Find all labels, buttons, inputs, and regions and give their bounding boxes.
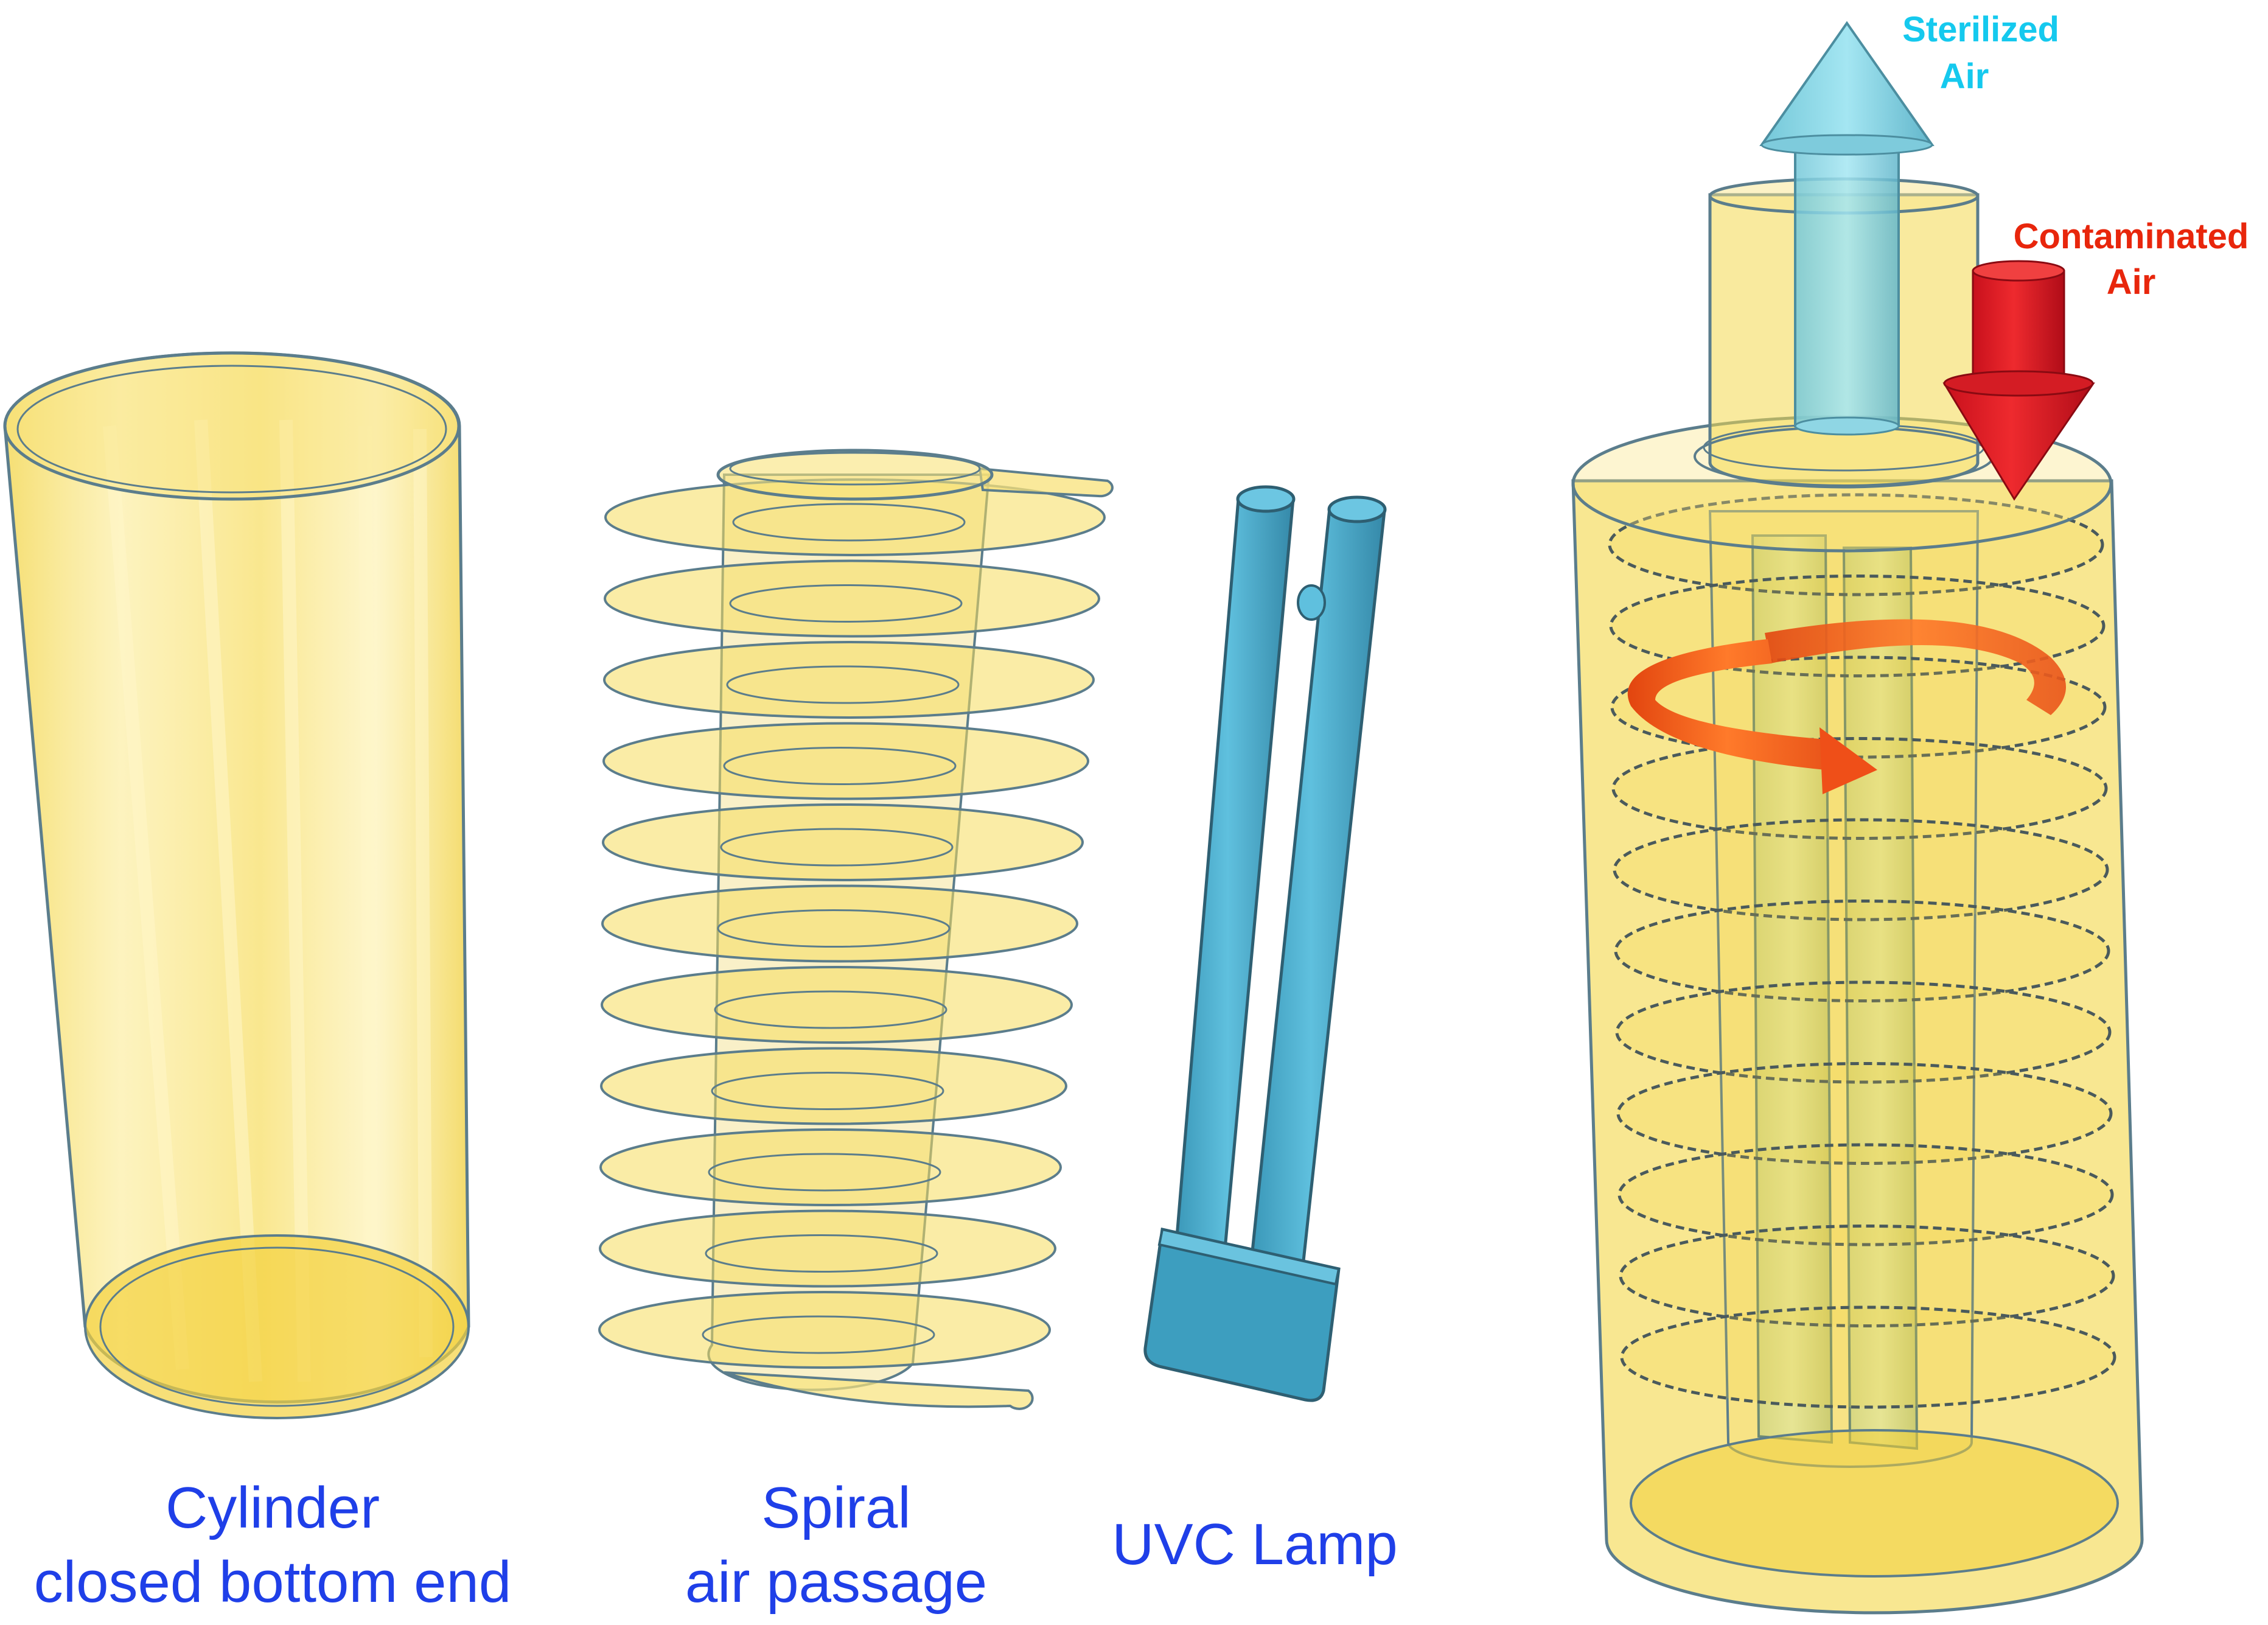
spiral-disc [600, 1047, 1067, 1125]
air-flow-swirl-arrow [1627, 619, 2066, 794]
sterilized-label-line1: Sterilized [1902, 10, 2059, 49]
labels: Cylinder closed bottom end Spiral air pa… [34, 1475, 1398, 1615]
spiral-disc-hole [717, 909, 951, 948]
spiral-disc [603, 641, 1095, 719]
spiral-disc [602, 722, 1089, 800]
spiral-component [598, 449, 1114, 1410]
cylinder-bottom [84, 1234, 470, 1419]
flow-labels: Sterilized Air Contaminated Air [1902, 10, 2249, 302]
assembly-spiral-ring [1617, 1143, 2114, 1246]
spiral-top-ring [716, 449, 994, 501]
contaminated-air-arrow [1942, 260, 2095, 501]
sterilized-air-arrow [1759, 21, 1935, 436]
spiral-top-ring-inner [729, 452, 981, 486]
cylinder-streaks [103, 419, 433, 1382]
sterilized-label-line2: Air [1940, 57, 1989, 96]
spiral-disc [601, 966, 1073, 1044]
spiral-disc-hole [708, 1153, 941, 1192]
spiral-top-tab [978, 467, 1114, 498]
spiral-disc-hole [723, 747, 957, 785]
spiral-bottom-tail [724, 1371, 1034, 1410]
spiral-discs [598, 478, 1106, 1369]
spiral-disc [599, 1128, 1062, 1206]
spiral-disc [602, 803, 1084, 881]
cylinder-top-rim [3, 351, 461, 501]
contaminated-label-line2: Air [2107, 262, 2156, 302]
assembly-spiral-ring [1614, 900, 2110, 1002]
cylinder-top-rim-inner [16, 365, 447, 494]
spiral-disc-hole [729, 584, 963, 623]
spiral-disc [599, 1209, 1056, 1288]
spiral-disc-hole [714, 990, 947, 1029]
spiral-disc-hole [711, 1072, 944, 1110]
assembly-spiral-ring [1619, 1225, 2115, 1327]
cylinder-component [3, 351, 470, 1419]
lamp-base-top [1157, 1228, 1341, 1286]
spiral-disc [598, 1291, 1051, 1369]
assembly-spiral-ring [1615, 980, 2112, 1084]
assembly-spiral-ring [1613, 818, 2109, 921]
cylinder-label-line2: closed bottom end [34, 1550, 512, 1615]
spiral-disc-hole [720, 828, 954, 867]
spiral-label-line2: air passage [685, 1550, 987, 1615]
uvc-lamp-component [1143, 485, 1387, 1402]
lamp-bridge [1297, 584, 1326, 621]
spiral-label-line1: Spiral [761, 1475, 910, 1540]
assembly-spiral-ring [1611, 737, 2108, 840]
contaminated-label-line1: Contaminated [2014, 217, 2249, 256]
lamp-right-tube-cap [1327, 495, 1387, 523]
spiral-disc-hole [705, 1234, 938, 1273]
lamp-left-tube-cap [1236, 485, 1296, 513]
cylinder-label-line1: Cylinder [166, 1475, 380, 1540]
assembled-sterilizer [1571, 21, 2144, 1615]
spiral-disc [604, 559, 1100, 638]
assembly-spiral-ring [1608, 493, 2104, 596]
uvc-lamp-label: UVC Lamp [1112, 1512, 1398, 1577]
assembly-spiral-ring [1620, 1305, 2116, 1409]
assembly-spiral-ring [1616, 1062, 2113, 1165]
spiral-disc-hole [732, 503, 966, 542]
assembly-bottom [1630, 1429, 2119, 1578]
spiral-disc-hole [726, 665, 960, 704]
spiral-disc-hole [702, 1315, 935, 1354]
cylinder-bottom-inner [99, 1246, 455, 1407]
spiral-disc [601, 884, 1078, 963]
